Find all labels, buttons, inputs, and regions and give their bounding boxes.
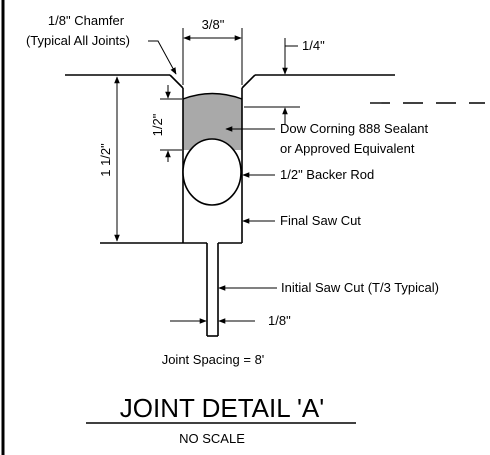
top-width-label: 3/8": [202, 17, 225, 32]
sealant-fill: [183, 93, 242, 150]
sealant-label-line1: Dow Corning 888 Sealant: [280, 121, 429, 136]
total-depth-label: 1 1/2": [98, 143, 113, 177]
backer-rod: [182, 138, 242, 206]
chamfer-left: [169, 74, 184, 89]
final-cut-label: Final Saw Cut: [280, 213, 361, 228]
top-offset-label: 1/4": [302, 38, 325, 53]
chamfer-leader: [148, 40, 177, 75]
joint-spacing-label: Joint Spacing = 8': [162, 352, 265, 367]
initial-cut-label: Initial Saw Cut (T/3 Typical): [281, 280, 439, 295]
sealant-top-curve: [182, 92, 243, 100]
bottom-width-label: 1/8": [268, 313, 291, 328]
chamfer-right: [241, 74, 256, 89]
sealant-label-line2: or Approved Equivalent: [280, 141, 415, 156]
sealant-depth-label: 1/2": [150, 113, 165, 136]
chamfer-label-line2: (Typical All Joints): [26, 33, 130, 48]
backer-rod-label: 1/2" Backer Rod: [280, 167, 374, 182]
drawing-subtitle: NO SCALE: [179, 431, 245, 446]
chamfer-label-line1: 1/8" Chamfer: [48, 13, 125, 28]
drawing-title: JOINT DETAIL 'A': [120, 393, 324, 423]
